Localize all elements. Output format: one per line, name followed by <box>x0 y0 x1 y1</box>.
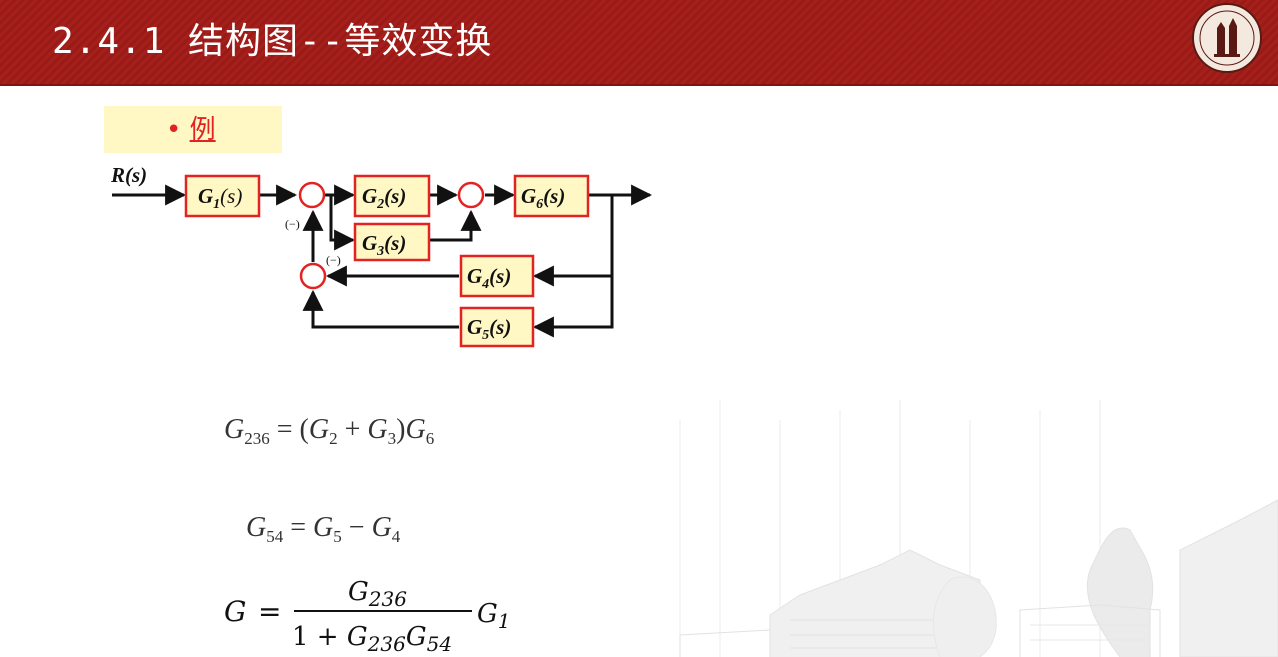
equation-g54: G54 = G5 − G4 <box>246 512 400 547</box>
summing-junction-3 <box>301 264 325 288</box>
block-g6-label: G6(s) <box>521 184 565 212</box>
campus-building-watermark <box>640 380 1278 657</box>
example-text: 例 <box>190 115 216 145</box>
equation-g236: G236 = (G2 + G3)G6 <box>224 414 434 449</box>
svg-text:=: = <box>258 595 281 628</box>
input-label: R(s) <box>110 163 147 187</box>
title-bar: 2.4.1 结构图--等效变换 <box>0 0 1278 86</box>
bullet: • <box>166 115 181 145</box>
block-diagram: R(s) G1(s) G2(s) G3(s) G6(s) G4(s) G5(s)… <box>100 160 660 360</box>
block-g3-label: G3(s) <box>362 231 406 259</box>
summing-junction-1 <box>300 183 324 207</box>
svg-text:1 + G236G54: 1 + G236G54 <box>292 622 452 656</box>
block-g4-label: G4(s) <box>467 264 511 292</box>
block-g2-label: G2(s) <box>362 184 406 212</box>
summing-junction-2 <box>459 183 483 207</box>
university-seal-icon <box>1187 0 1267 80</box>
minus-sign-2: (−) <box>326 253 341 267</box>
g3-to-sum2 <box>429 212 471 240</box>
svg-text:G236: G236 <box>348 577 407 611</box>
block-g1-label: G1(s) <box>198 184 242 212</box>
svg-text:G: G <box>224 595 246 628</box>
block-g5-label: G5(s) <box>467 315 511 343</box>
g5-to-sum3 <box>313 292 459 327</box>
slide-title: 2.4.1 结构图--等效变换 <box>52 18 492 66</box>
branch-to-g3 <box>331 195 353 240</box>
svg-text:G1: G1 <box>477 599 511 633</box>
minus-sign-1: (−) <box>285 217 300 231</box>
example-heading: • 例 <box>166 113 216 147</box>
equation-g-total: G = G236 1 + G236G54 G1 <box>220 566 520 657</box>
